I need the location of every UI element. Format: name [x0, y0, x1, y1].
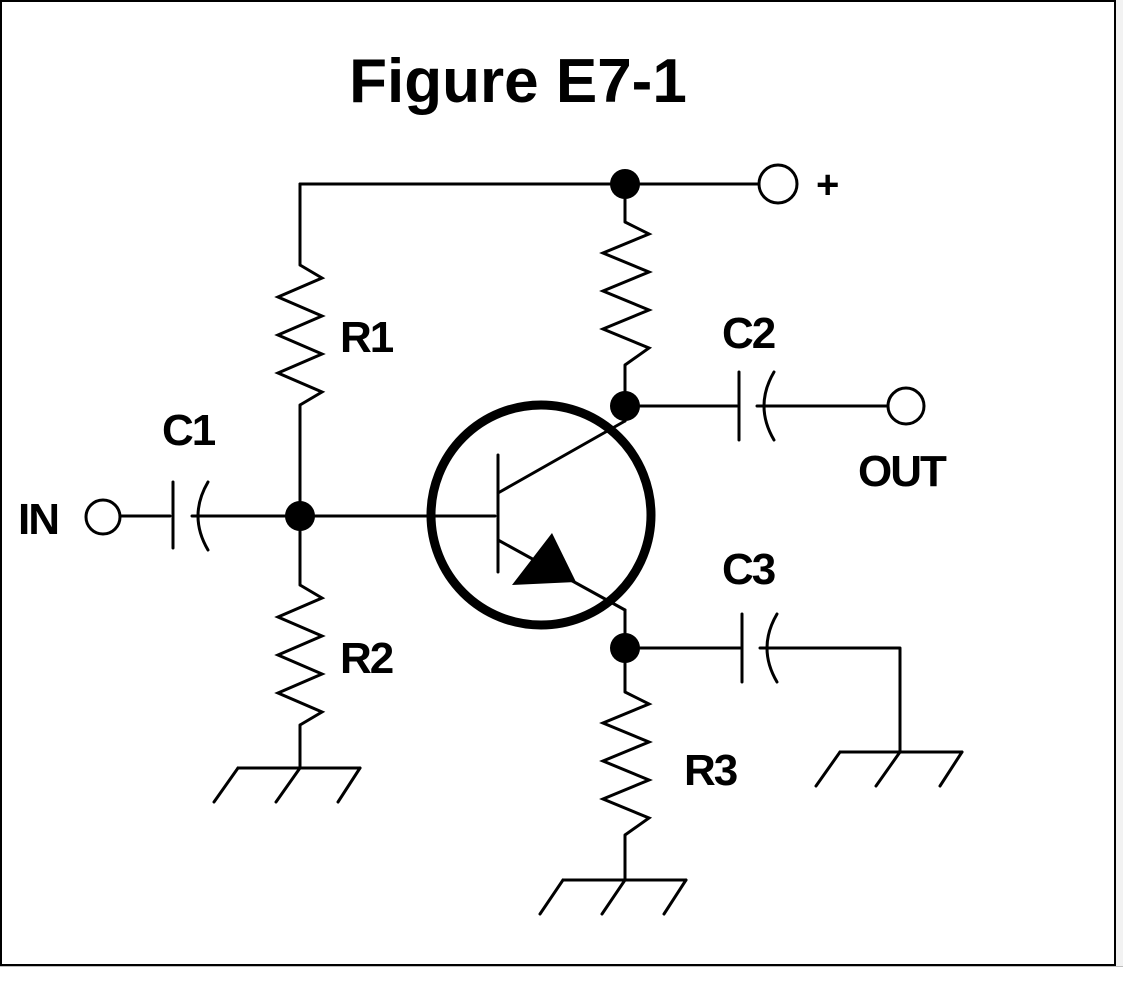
supply-junction	[610, 169, 640, 199]
resistor-r2	[274, 583, 326, 727]
resistor-r1	[274, 263, 326, 407]
figure-title: Figure E7-1	[349, 47, 687, 116]
bottom-edge	[0, 966, 1123, 984]
label-r3: R3	[684, 746, 737, 795]
ground-symbol-c3	[814, 750, 964, 788]
base-junction	[285, 501, 315, 531]
figure-frame	[0, 0, 1116, 966]
supply-terminal[interactable]	[757, 163, 799, 205]
label-r2: R2	[340, 634, 393, 683]
input-terminal[interactable]	[84, 498, 122, 536]
label-c2: C2	[722, 309, 775, 358]
c3-ground-wire	[758, 646, 902, 754]
label-c3: C3	[722, 545, 775, 594]
ground-symbol-r2	[212, 766, 362, 804]
label-r1: R1	[340, 313, 394, 362]
label-c1: C1	[162, 406, 216, 455]
resistor-rc	[599, 220, 653, 367]
ground-symbol-r3	[538, 878, 688, 916]
scrollbar-gutter	[1116, 0, 1123, 966]
output-terminal[interactable]	[886, 386, 926, 426]
label-out: OUT	[858, 447, 947, 496]
npn-transistor	[426, 400, 656, 630]
resistor-r3	[599, 690, 653, 837]
label-plus: +	[816, 163, 838, 207]
label-in: IN	[18, 495, 58, 544]
